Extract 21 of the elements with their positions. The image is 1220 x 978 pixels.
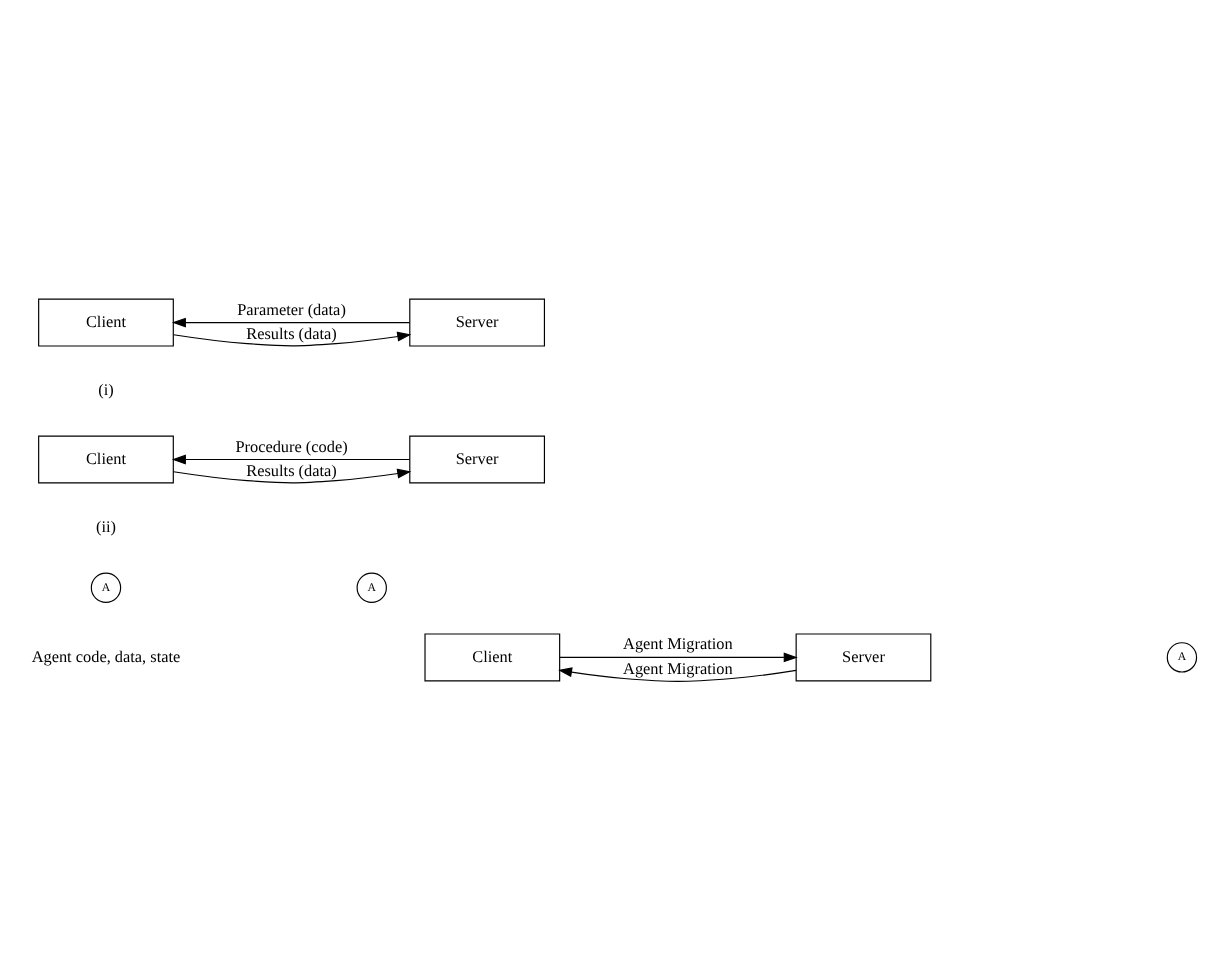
arrow xyxy=(171,316,411,327)
node-box: Server xyxy=(795,632,932,681)
edge-label: Parameter (data) xyxy=(237,299,346,318)
label: (i) xyxy=(98,380,114,399)
edge-label: Results (data) xyxy=(246,324,337,343)
edge-label: Procedure (code) xyxy=(235,436,348,455)
node-box: Server xyxy=(409,297,546,346)
node-box: Client xyxy=(38,434,174,483)
arrow xyxy=(558,666,797,681)
edge-label: Agent Migration xyxy=(623,659,733,678)
label: (ii) xyxy=(95,517,116,536)
label: Agent code, data, state xyxy=(31,646,181,665)
arrow xyxy=(173,467,412,483)
arrow xyxy=(559,651,798,662)
arrow xyxy=(171,453,411,464)
node-box: Client xyxy=(424,632,561,681)
edge-label: Results (data) xyxy=(246,461,337,480)
node-box: Server xyxy=(409,434,546,483)
edge-label: Agent Migration xyxy=(623,634,733,653)
arrow xyxy=(173,330,412,346)
node-box: Client xyxy=(38,297,174,346)
